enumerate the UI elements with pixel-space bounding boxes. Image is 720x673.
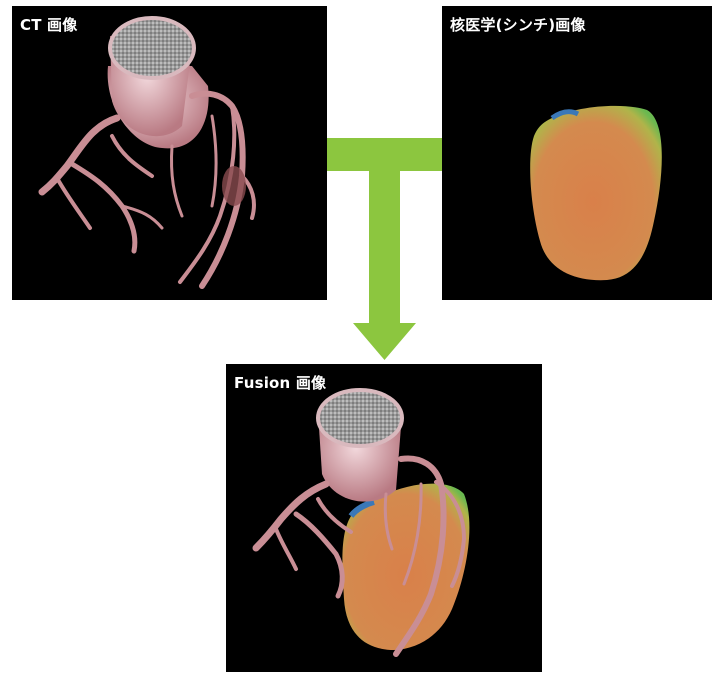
aorta-cross-section	[110, 18, 194, 78]
nuclear-image-panel: 核医学(シンチ)画像	[442, 6, 712, 300]
fusion-rendering	[226, 364, 542, 672]
fusion-image-panel: Fusion 画像	[226, 364, 542, 672]
myocardial-perfusion-rendering	[442, 6, 712, 300]
fusion-image-label: Fusion 画像	[234, 372, 326, 393]
myocardium-shape	[530, 106, 662, 280]
ct-image-panel: CT 画像	[12, 6, 327, 300]
nuclear-image-label: 核医学(シンチ)画像	[450, 14, 586, 35]
arrow-crossbar	[327, 138, 442, 171]
ct-image-label: CT 画像	[20, 14, 77, 35]
arrow-shaft-and-head	[353, 171, 416, 360]
left-atrial-appendage	[222, 166, 246, 206]
fused-right-coronary	[256, 484, 351, 596]
coronary-ct-rendering	[12, 6, 327, 300]
fused-aorta-cross-section	[318, 390, 402, 446]
